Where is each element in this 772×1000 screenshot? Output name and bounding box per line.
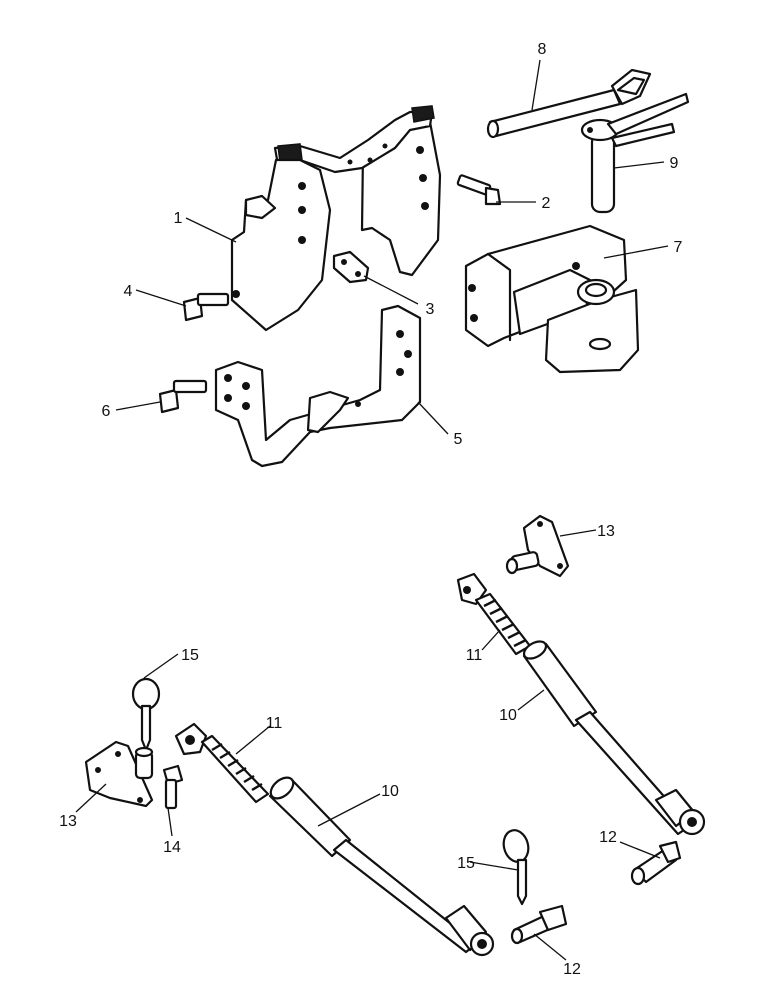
callout-8: 8 bbox=[538, 41, 547, 58]
part-15-linch-pin-bottom bbox=[502, 829, 530, 906]
callout-2: 2 bbox=[542, 195, 551, 212]
part-3-link-plate bbox=[332, 250, 370, 284]
part-5-lower-bracket bbox=[214, 304, 422, 468]
callout-13-right: 13 bbox=[597, 523, 615, 540]
part-1-hitch-frame bbox=[230, 105, 442, 332]
callout-15-bottom: 15 bbox=[457, 855, 475, 872]
part-6-bolt bbox=[158, 379, 208, 414]
callout-11-right: 11 bbox=[466, 647, 483, 664]
part-9-clevis-pin bbox=[580, 92, 690, 214]
callout-12-right: 12 bbox=[599, 829, 617, 846]
part-12-pin-right bbox=[630, 840, 682, 886]
callout-5: 5 bbox=[454, 431, 463, 448]
part-15-linch-pin-left bbox=[131, 677, 161, 752]
callout-11-left: 11 bbox=[266, 715, 283, 732]
part-10-levelling-box-right bbox=[522, 640, 706, 836]
part-10-levelling-box-left bbox=[268, 776, 495, 957]
part-12-pin-bottom bbox=[510, 904, 568, 945]
callout-10-left: 10 bbox=[381, 783, 399, 800]
callout-numbers: 1 2 3 4 5 6 7 8 9 10 10 11 11 12 12 13 1… bbox=[59, 41, 682, 978]
callout-1: 1 bbox=[174, 210, 183, 227]
callout-6: 6 bbox=[102, 403, 111, 420]
callout-14: 14 bbox=[163, 839, 181, 856]
part-4-bolt bbox=[182, 292, 230, 322]
part-13-flange-pin-right bbox=[505, 514, 570, 578]
part-7-hitch-jaw bbox=[464, 224, 640, 374]
part-11-threaded-rod-left bbox=[174, 722, 270, 804]
part-14-bolt bbox=[162, 764, 184, 810]
part-2-bolt bbox=[456, 174, 502, 206]
callout-13-left: 13 bbox=[59, 813, 77, 830]
part-11-threaded-rod-right bbox=[456, 572, 532, 656]
callout-9: 9 bbox=[670, 155, 679, 172]
part-13-flange-pin-left bbox=[84, 740, 154, 808]
callout-15-left: 15 bbox=[181, 647, 199, 664]
leader-lines bbox=[75, 59, 669, 961]
callout-7: 7 bbox=[674, 239, 683, 256]
callout-4: 4 bbox=[124, 283, 133, 300]
part-8-pin bbox=[486, 68, 652, 139]
callout-12-bottom: 12 bbox=[563, 961, 581, 978]
callout-10-right: 10 bbox=[499, 707, 517, 724]
callout-3: 3 bbox=[426, 301, 435, 318]
